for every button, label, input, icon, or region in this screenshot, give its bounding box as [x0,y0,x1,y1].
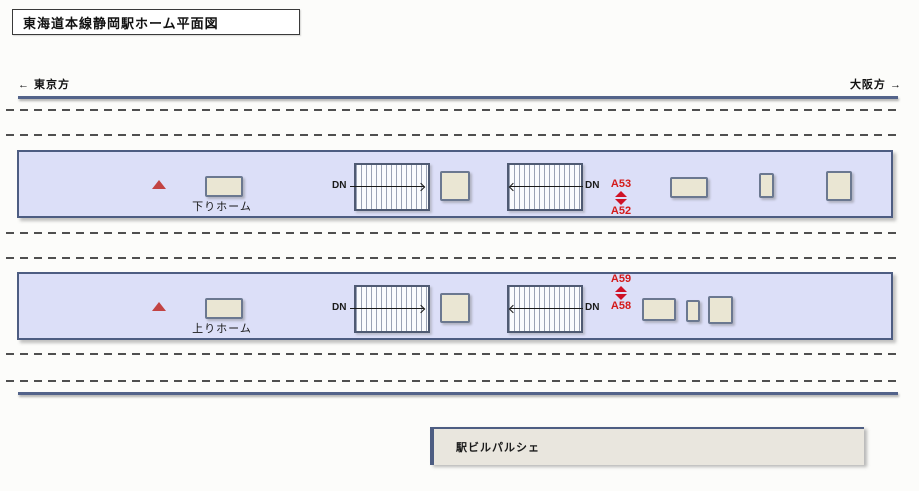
red-triangle-icon [152,180,166,189]
structure-box [440,171,470,201]
structure-box [686,300,700,322]
direction-tokyo-label: ← 東京方 [18,79,71,91]
structure-box [826,171,852,201]
diamond-marker-icon [615,286,627,300]
marker-label-top: A59 [610,273,632,285]
staircase [507,163,583,211]
diamond-marker-icon [615,191,627,205]
platform-down: 下りホーム DN DN A53 A52 [17,150,893,218]
structure-box [759,173,774,198]
marker-label-top: A53 [610,178,632,190]
stairs-dn-label: DN [332,180,347,191]
stair-direction-arrow [510,186,583,187]
track-line [6,109,902,111]
boundary-line-bottom [18,392,898,395]
structure-box [205,176,243,197]
stair-direction-arrow [350,186,424,187]
red-triangle-icon [152,302,166,311]
station-building-box: 駅ビルパルシェ [430,427,864,465]
structure-box [708,296,733,324]
spot-marker-a59-a58[interactable]: A59 A58 [603,274,639,312]
track-line [6,380,902,382]
track-line [6,232,902,234]
platform-up: 上りホーム DN DN A59 A58 [17,272,893,340]
stair-direction-arrow [350,308,424,309]
staircase [507,285,583,333]
spot-marker-a53-a52[interactable]: A53 A52 [603,179,639,217]
structure-box [440,293,470,323]
structure-box [670,177,708,198]
platform-up-label: 上りホーム [192,323,252,335]
track-line [6,257,902,259]
marker-label-bottom: A58 [610,300,632,312]
marker-label-bottom: A52 [610,205,632,217]
structure-box [642,298,676,321]
boundary-line-top [18,96,898,99]
structure-box [205,298,243,319]
stairs-dn-label: DN [332,302,347,313]
stairs-dn-label: DN [585,302,600,313]
track-line [6,353,902,355]
stairs-dn-label: DN [585,180,600,191]
title-box: 東海道本線静岡駅ホーム平面図 [12,9,300,35]
direction-osaka-label: 大阪方 → [849,79,902,91]
platform-down-label: 下りホーム [192,201,252,213]
stair-direction-arrow [510,308,583,309]
page-title: 東海道本線静岡駅ホーム平面図 [23,15,219,31]
station-building-label: 駅ビルパルシェ [456,442,540,454]
track-line [6,134,902,136]
